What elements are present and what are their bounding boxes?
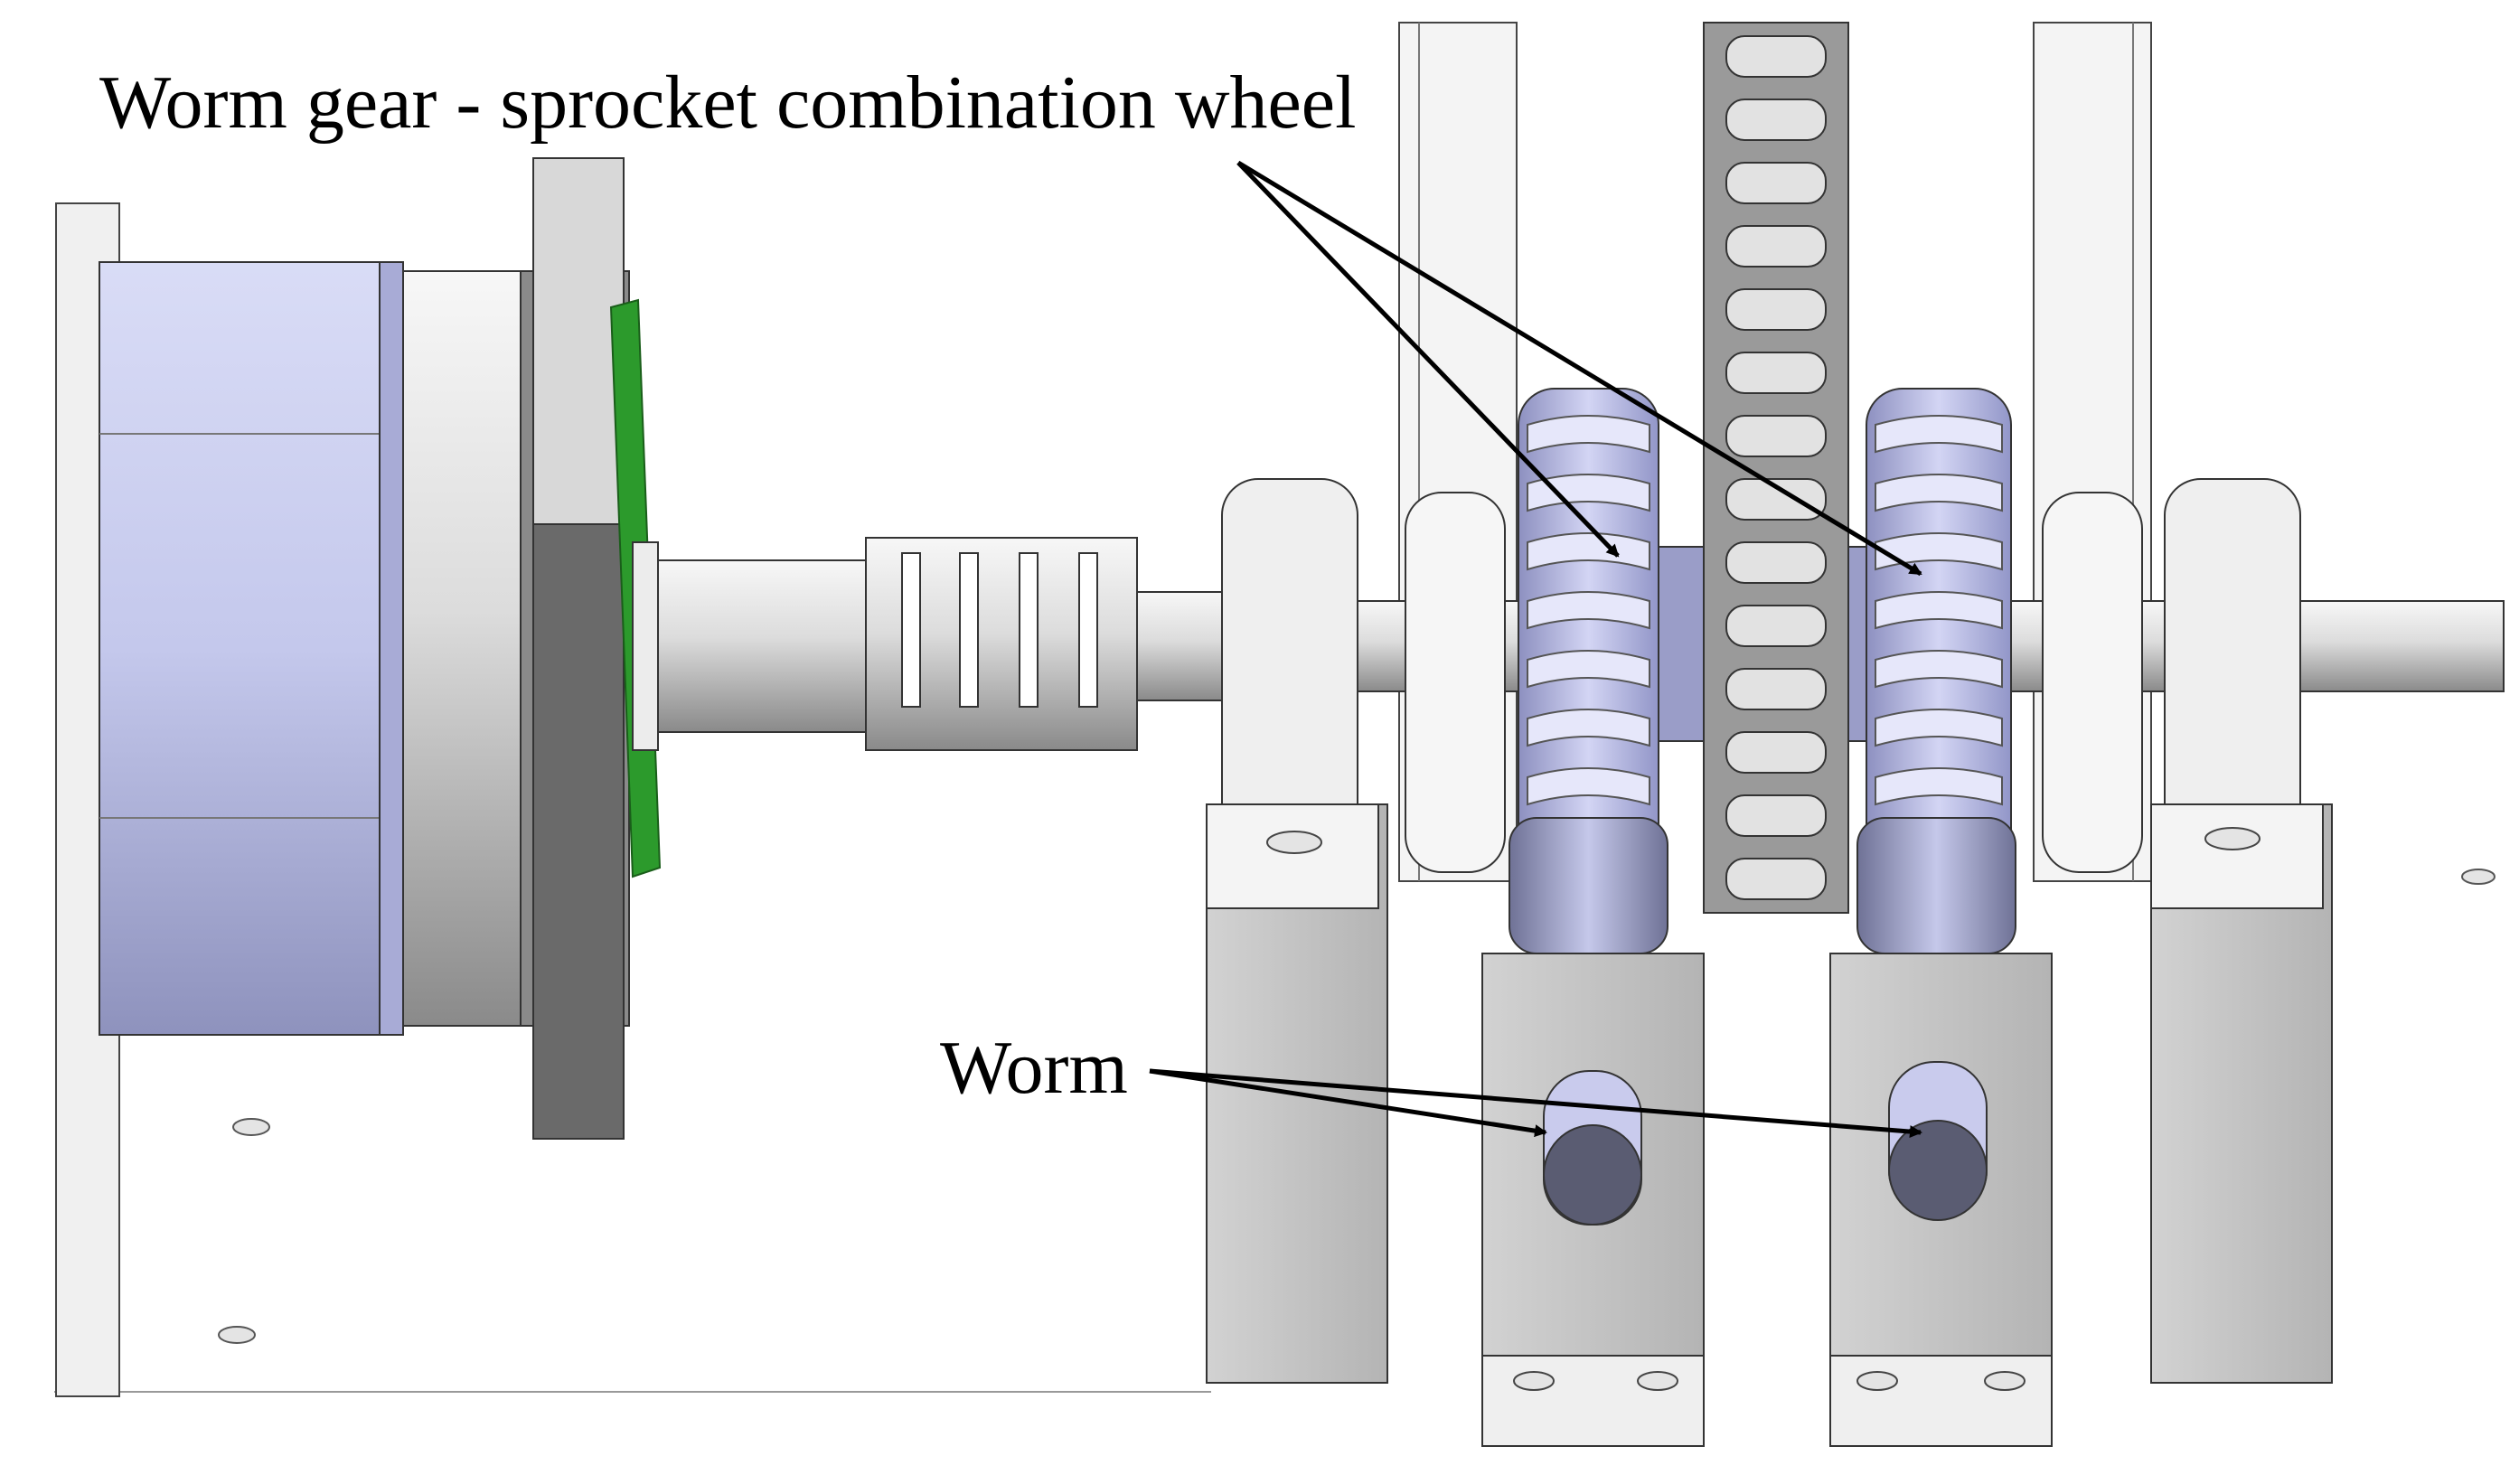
callout-arrows-worm bbox=[1149, 1068, 1922, 1139]
pillow-block-bearing-right bbox=[2150, 478, 2333, 1384]
callout-arrows-wheel bbox=[1236, 160, 1922, 577]
spacer-discs bbox=[1405, 492, 2143, 873]
worm-right bbox=[1888, 1061, 1988, 1221]
worm-gear-sprocket-wheel-left bbox=[1518, 388, 1659, 896]
worm-gear-sprocket-wheel-right bbox=[1866, 388, 2012, 896]
worm-left bbox=[1543, 1070, 1642, 1226]
base-plate bbox=[54, 869, 2496, 1393]
motor-flange bbox=[532, 157, 662, 1140]
callout-label-worm: Worm bbox=[940, 1026, 1128, 1110]
shaft-coupling bbox=[865, 537, 1138, 751]
roller-chain bbox=[1703, 22, 1849, 914]
worm-threads bbox=[1509, 817, 2016, 954]
base-hole bbox=[232, 1118, 270, 1136]
base-hole bbox=[218, 1326, 256, 1344]
base-hole bbox=[2461, 869, 2496, 885]
pillow-block-bearing-left bbox=[1206, 478, 1388, 1384]
worm-support-block-left bbox=[1481, 953, 1705, 1447]
callout-label-wheel: Worm gear - sprocket combination wheel bbox=[99, 61, 1357, 145]
